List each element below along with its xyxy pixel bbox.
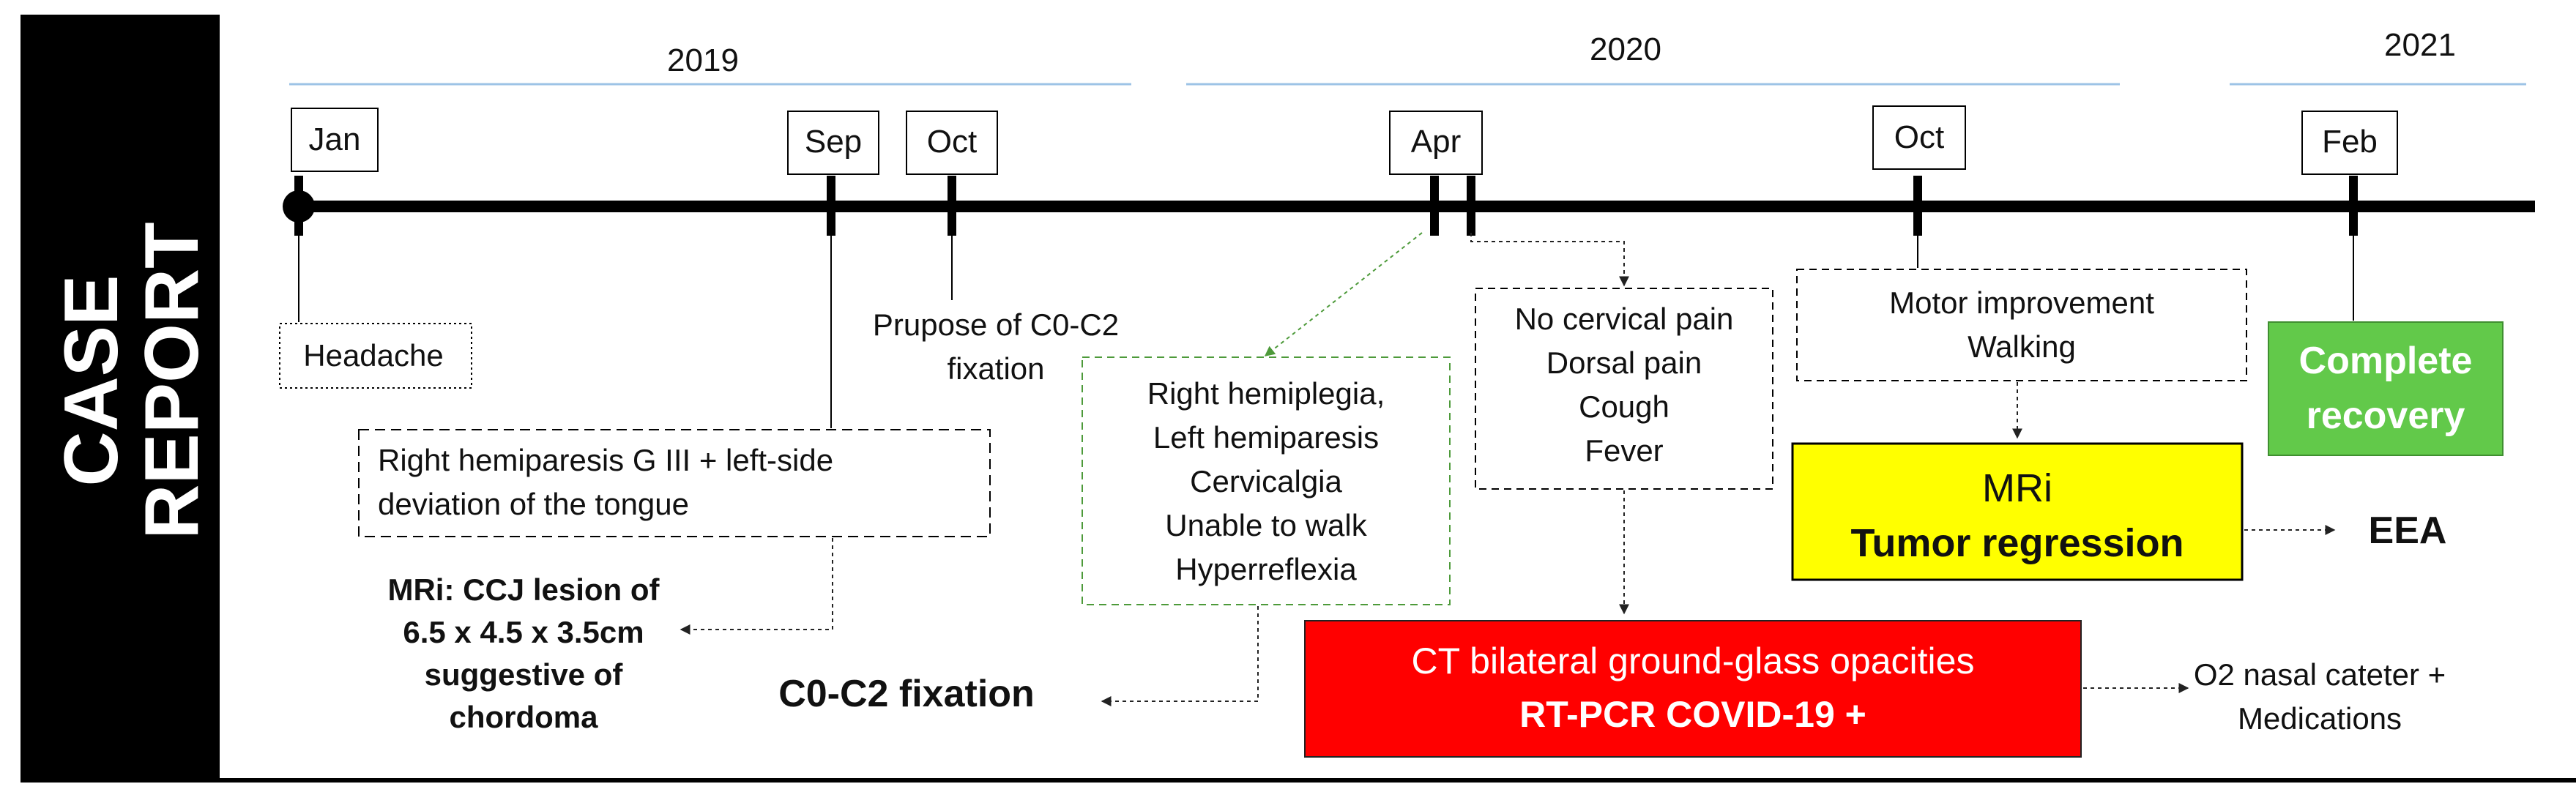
recovery-line-1: Complete [2299, 340, 2473, 382]
o2-line-2: Medications [2238, 701, 2402, 736]
arrow-symptoms-to-c0c2 [1101, 606, 1259, 706]
apr-symptom-2: Left hemiparesis [1153, 420, 1379, 455]
apr-symptoms-box [1082, 356, 1451, 605]
hemiparesis-line-2: deviation of the tongue [378, 487, 689, 521]
month-label-oct-2019: Oct [927, 124, 977, 160]
month-label-apr: Apr [1411, 124, 1461, 160]
ct-box [1304, 620, 2082, 758]
hemiparesis-box [358, 429, 991, 537]
apr-symptom-4: Unable to walk [1165, 508, 1367, 542]
month-label-sep: Sep [805, 124, 862, 160]
ct-line-2: RT-PCR COVID-19 + [1519, 694, 1866, 735]
recovery-box [2268, 321, 2504, 456]
mri-ccj-line-4: chordoma [449, 700, 598, 734]
headache-box [279, 323, 472, 389]
sidebar-case-label: CASE [49, 275, 134, 487]
month-box-jan [291, 108, 379, 172]
motor-box [1796, 269, 2247, 381]
motor-line-1: Motor improvement [1889, 285, 2154, 320]
purpose-line-1: Prupose of C0-C2 [873, 307, 1119, 342]
tick-jan [294, 176, 303, 236]
mri-ccj-line-3: suggestive of [425, 657, 624, 692]
year-label-2019: 2019 [667, 42, 739, 78]
year-label-2021: 2021 [2384, 27, 2456, 63]
ct-line-1: CT bilateral ground-glass opacities [1412, 640, 1975, 681]
apr-symptom-5: Hyperreflexia [1175, 552, 1357, 586]
month-label-jan: Jan [309, 122, 361, 157]
covid-symptom-3: Cough [1579, 389, 1669, 424]
mri-regression-box [1791, 442, 2244, 581]
covid-symptom-4: Fever [1585, 433, 1663, 468]
c0c2-fixation-label: C0-C2 fixation [778, 673, 1035, 715]
apr-symptom-1: Right hemiplegia, [1147, 376, 1385, 411]
tick-feb [2349, 176, 2358, 236]
tick-apr-b [1467, 176, 1475, 236]
month-box-apr [1389, 111, 1483, 175]
hemiparesis-line-1: Right hemiparesis G III + left-side [378, 443, 833, 477]
purpose-line-2: fixation [947, 351, 1044, 386]
eea-label: EEA [2369, 509, 2447, 552]
month-box-sep [787, 111, 879, 175]
mri-ccj-line-2: 6.5 x 4.5 x 3.5cm [403, 615, 644, 649]
tick-oct-2019 [948, 176, 956, 236]
month-box-oct-2020 [1872, 105, 1966, 170]
covid-symptom-1: No cervical pain [1515, 302, 1734, 336]
arrow-hemiparesis-to-mri [680, 538, 833, 635]
month-box-feb [2301, 111, 2398, 175]
apr-symptom-3: Cervicalgia [1190, 464, 1342, 498]
sidebar-panel [21, 15, 220, 782]
motor-line-2: Walking [1968, 329, 2076, 364]
month-label-feb: Feb [2322, 124, 2378, 160]
mri-regression-line-1: MRi [1982, 466, 2052, 510]
covid-symptoms-box [1475, 288, 1773, 490]
tick-sep [827, 176, 835, 236]
headache-label: Headache [303, 338, 443, 373]
mri-ccj-line-1: MRi: CCJ lesion of [387, 572, 660, 607]
covid-symptom-2: Dorsal pain [1546, 346, 1702, 380]
arrow-apr-to-covid [1470, 233, 1629, 287]
arrow-apr-to-symptoms [1264, 232, 1423, 356]
tick-apr-a [1430, 176, 1439, 236]
month-box-oct-2019 [906, 111, 998, 175]
mri-regression-line-2: Tumor regression [1850, 521, 2184, 565]
recovery-line-2: recovery [2307, 395, 2465, 437]
month-label-oct-2020: Oct [1894, 119, 1944, 155]
year-label-2020: 2020 [1590, 31, 1661, 67]
tick-oct-2020 [1913, 176, 1922, 236]
sidebar-report-label: REPORT [130, 222, 215, 539]
o2-line-1: O2 nasal cateter + [2194, 657, 2446, 692]
